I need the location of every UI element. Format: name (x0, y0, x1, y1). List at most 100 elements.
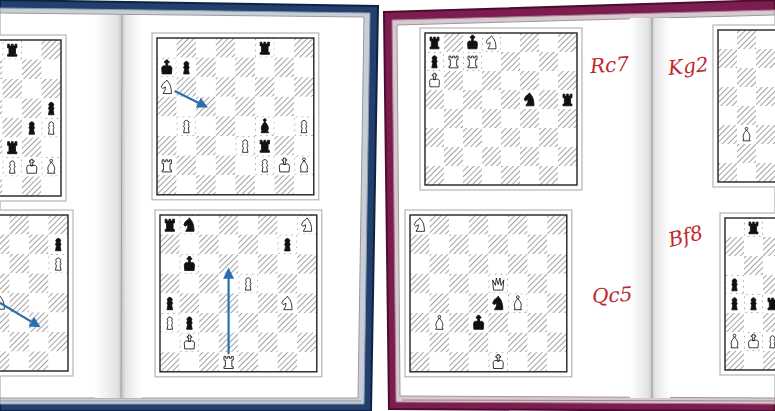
board-square (157, 77, 177, 97)
chess-piece (48, 102, 54, 114)
piece-ground (483, 34, 500, 51)
board-square (430, 313, 450, 333)
svg-part (770, 336, 775, 348)
board-square (558, 90, 577, 109)
page-edge (0, 401, 361, 402)
svg-part (473, 315, 483, 329)
board-square (725, 237, 744, 256)
chess-piece (184, 335, 194, 349)
board-square (278, 215, 298, 235)
board-square (49, 293, 69, 313)
chess-piece (770, 336, 775, 348)
board-square (558, 109, 577, 128)
board-square (3, 99, 23, 119)
diagram-frame (155, 210, 322, 377)
chess-piece (473, 315, 483, 329)
board-square (539, 128, 558, 147)
svg-part (184, 62, 190, 74)
board-square (180, 313, 200, 333)
board-border (0, 215, 68, 371)
board-square (539, 109, 558, 128)
board-square (196, 116, 216, 136)
board-square (737, 49, 756, 68)
board-square (725, 256, 744, 275)
board-square (29, 235, 49, 255)
board-square (528, 313, 548, 333)
board-square (255, 116, 275, 136)
chess-piece (184, 257, 194, 271)
chess-piece (224, 356, 233, 368)
board-square (430, 333, 450, 353)
board-square (294, 38, 314, 58)
board-square (744, 256, 763, 275)
board-square (756, 163, 775, 182)
board-square (0, 235, 10, 255)
svg-part (9, 161, 15, 173)
board-square (528, 235, 548, 255)
svg-part (749, 222, 758, 234)
board-square (157, 175, 177, 195)
page-stack (0, 8, 370, 404)
board-square (488, 352, 508, 372)
board-square (508, 352, 528, 372)
chess-piece (524, 93, 534, 106)
board-square (425, 52, 444, 71)
board-square (547, 313, 567, 333)
board-square (235, 175, 255, 195)
chess-piece (245, 278, 251, 290)
board-square (449, 254, 469, 274)
board-square (3, 138, 23, 158)
piece-ground (745, 295, 762, 312)
chess-piece (260, 140, 269, 152)
board-square (294, 175, 314, 195)
board-border (160, 215, 317, 372)
board-square (725, 332, 744, 351)
board-square (520, 52, 539, 71)
board-square (160, 254, 180, 274)
board-square (444, 147, 463, 166)
board-square (410, 235, 430, 255)
board-square (219, 215, 239, 235)
board-square (216, 116, 236, 136)
board-square (737, 68, 756, 87)
board-square (508, 254, 528, 274)
board-square (482, 128, 501, 147)
board-square (22, 40, 42, 60)
board-square (258, 215, 278, 235)
board-square (255, 97, 275, 117)
board-square (425, 71, 444, 90)
svg-part (262, 160, 268, 172)
board-square (177, 156, 197, 176)
board-square (430, 254, 450, 274)
board-square (528, 215, 548, 235)
piece-ground (178, 59, 196, 77)
board-square (238, 352, 258, 372)
board-square (763, 237, 775, 256)
svg-part (167, 297, 173, 309)
chess-piece (184, 62, 190, 74)
board-square (258, 254, 278, 274)
board-square (737, 163, 756, 182)
board-square (425, 147, 444, 166)
chess-piece (48, 159, 55, 173)
board-square (255, 136, 275, 156)
board-square (469, 254, 489, 274)
board-square (430, 274, 450, 294)
move-arrow (228, 270, 230, 354)
board-square (196, 156, 216, 176)
chess-piece (768, 298, 775, 310)
chess-piece (27, 159, 37, 173)
board-square (160, 235, 180, 255)
chess-piece (493, 355, 503, 369)
board-square (177, 175, 197, 195)
piece-ground (23, 119, 41, 137)
board-square (42, 177, 62, 197)
board-square (42, 40, 62, 60)
board-square (444, 90, 463, 109)
chess-diagram (720, 213, 775, 375)
svg-part (732, 279, 737, 291)
board-square (275, 156, 295, 176)
chess-piece (414, 218, 424, 231)
board-square (469, 274, 489, 294)
board-square (0, 313, 10, 333)
